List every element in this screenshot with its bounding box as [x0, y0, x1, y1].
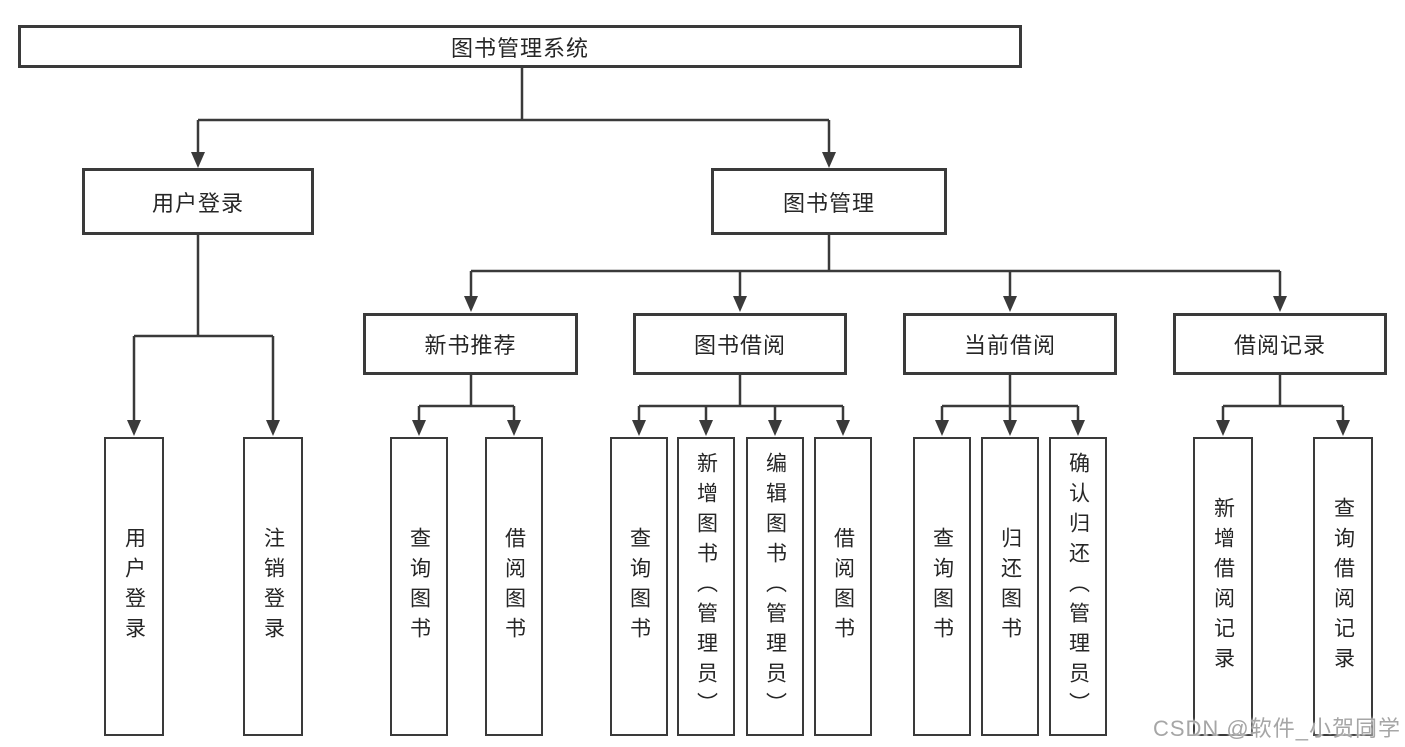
leaf-current-query-books: 查询图书 — [913, 437, 971, 736]
leaf-recommend-query-books-label: 查询图书 — [407, 526, 431, 647]
leaf-edit-book-admin: 编辑图书（管理员） — [746, 437, 804, 736]
node-book-borrowing-label: 图书借阅 — [693, 333, 786, 358]
leaf-borrowing-query-books-label: 查询图书 — [627, 526, 651, 647]
leaf-add-borrow-record: 新增借阅记录 — [1193, 437, 1253, 736]
leaf-confirm-return-admin: 确认归还（管理员） — [1049, 437, 1107, 736]
leaf-query-borrow-record: 查询借阅记录 — [1313, 437, 1373, 736]
leaf-logout-label: 注销登录 — [261, 526, 285, 647]
leaf-current-query-books-label: 查询图书 — [930, 526, 954, 647]
leaf-edit-book-admin-label: 编辑图书（管理员） — [763, 451, 787, 722]
node-book-borrowing: 图书借阅 — [633, 313, 847, 375]
arrowheads — [127, 152, 1350, 436]
node-library-system: 图书管理系统 — [18, 25, 1022, 68]
node-current-borrowing-label: 当前借阅 — [963, 333, 1056, 358]
node-book-management-label: 图书管理 — [782, 190, 875, 216]
leaf-borrowing-query-books: 查询图书 — [610, 437, 668, 736]
node-new-book-recommend: 新书推荐 — [363, 313, 578, 375]
node-library-system-label: 图书管理系统 — [450, 35, 589, 61]
node-borrowing-records: 借阅记录 — [1173, 313, 1387, 375]
node-current-borrowing: 当前借阅 — [903, 313, 1117, 375]
leaf-confirm-return-admin-label: 确认归还（管理员） — [1066, 451, 1090, 722]
leaf-query-borrow-record-label: 查询借阅记录 — [1331, 496, 1355, 677]
node-book-management: 图书管理 — [711, 168, 947, 235]
leaf-return-books-label: 归还图书 — [998, 526, 1022, 647]
leaf-return-books: 归还图书 — [981, 437, 1039, 736]
leaf-add-borrow-record-label: 新增借阅记录 — [1211, 496, 1235, 677]
connector-lines — [132, 68, 1345, 422]
node-new-book-recommend-label: 新书推荐 — [424, 333, 517, 358]
leaf-add-book-admin: 新增图书（管理员） — [677, 437, 735, 736]
leaf-recommend-query-books: 查询图书 — [390, 437, 448, 736]
leaf-borrowing-borrow-books: 借阅图书 — [814, 437, 872, 736]
leaf-user-login-label: 用户登录 — [122, 526, 146, 647]
leaf-recommend-borrow-books-label: 借阅图书 — [502, 526, 526, 647]
node-user-login-label: 用户登录 — [151, 190, 244, 216]
csdn-watermark: CSDN @软件_小贺同学 — [1152, 716, 1401, 741]
leaf-add-book-admin-label: 新增图书（管理员） — [694, 451, 718, 722]
leaf-borrowing-borrow-books-label: 借阅图书 — [831, 526, 855, 647]
node-user-login: 用户登录 — [82, 168, 314, 235]
leaf-logout: 注销登录 — [243, 437, 303, 736]
leaf-recommend-borrow-books: 借阅图书 — [485, 437, 543, 736]
node-borrowing-records-label: 借阅记录 — [1233, 333, 1326, 358]
leaf-user-login: 用户登录 — [104, 437, 164, 736]
